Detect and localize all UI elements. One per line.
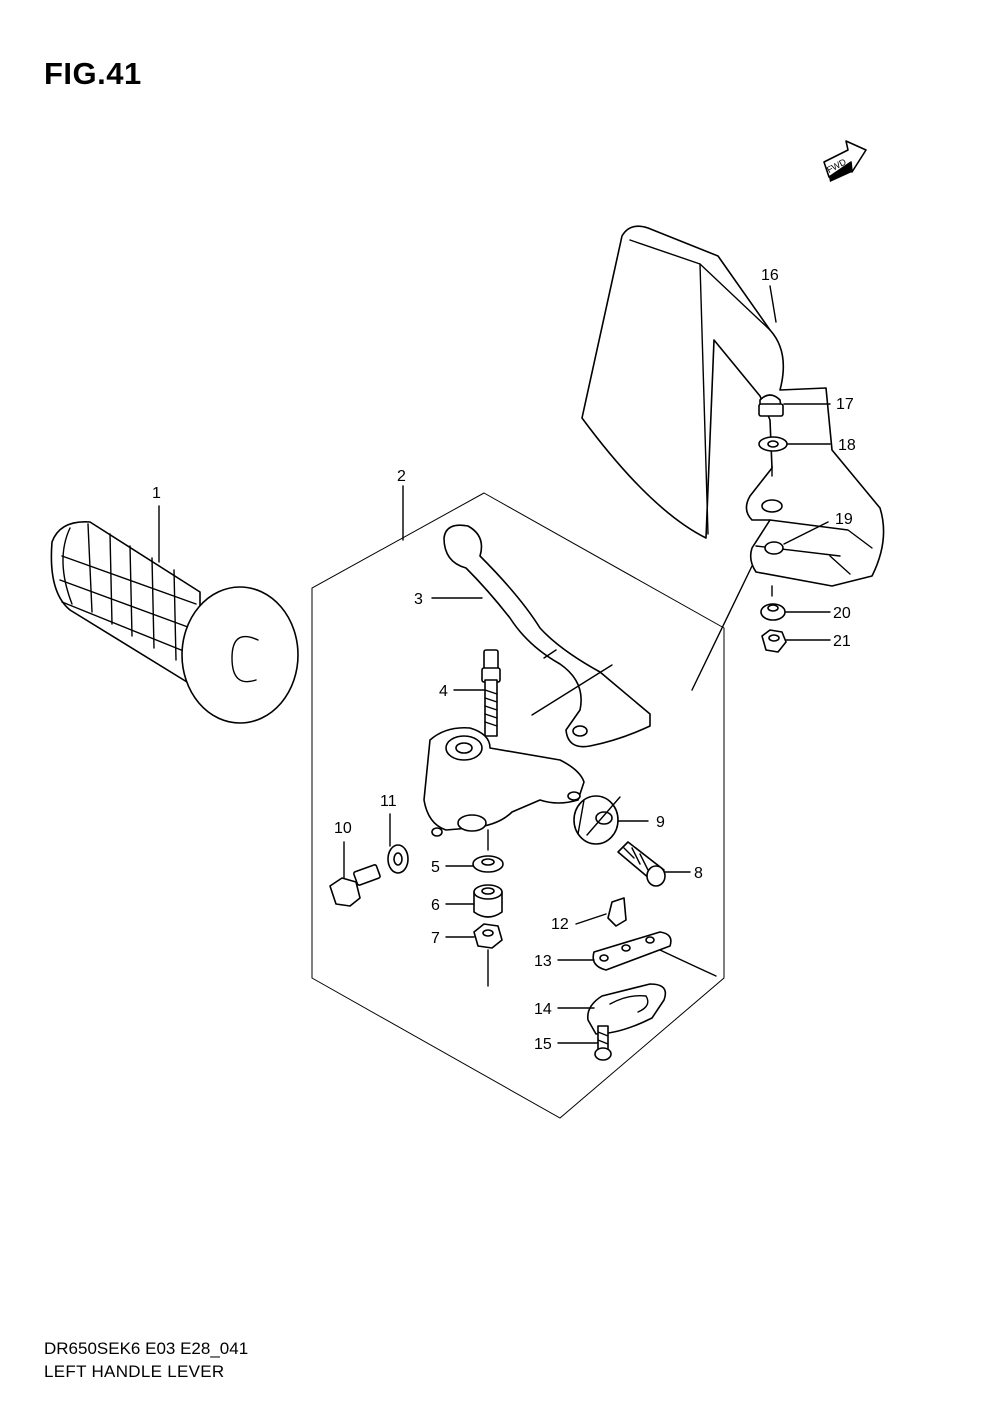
callout-21: 21 (833, 633, 851, 650)
callout-18: 18 (838, 437, 856, 454)
callout-20: 20 (833, 605, 851, 622)
callout-16: 16 (761, 267, 779, 284)
clamp-lower (586, 983, 667, 1035)
washer-5 (472, 855, 504, 873)
callout-11: 11 (380, 793, 397, 810)
callout-7: 7 (431, 930, 440, 947)
callout-13: 13 (534, 953, 552, 970)
switch-plunger (607, 897, 627, 927)
handle-grip (50, 521, 299, 724)
clutch-lever (443, 524, 651, 748)
callout-3: 3 (414, 591, 423, 608)
washer-18 (758, 436, 788, 452)
callout-19: 19 (835, 511, 853, 528)
adjuster-bolt (617, 841, 666, 887)
pivot-bolt (481, 649, 501, 737)
lever-assembly-outline (311, 492, 725, 1119)
callout-17: 17 (836, 396, 854, 413)
washer-11 (387, 844, 409, 874)
callout-2: 2 (397, 468, 406, 485)
callout-1: 1 (152, 485, 161, 502)
callout-14: 14 (534, 1001, 552, 1018)
nut-7 (473, 923, 503, 949)
leader-lines (158, 285, 831, 1044)
adjuster-wheel (573, 795, 621, 845)
callout-15: 15 (534, 1036, 552, 1053)
callout-4: 4 (439, 683, 448, 700)
figure-title: FIG.41 (44, 56, 142, 91)
diagram-name: LEFT HANDLE LEVER (44, 1362, 225, 1381)
callout-labels: 1 2 3 4 5 6 7 8 9 10 11 12 13 14 15 16 1… (152, 267, 856, 1053)
diagram-code: DR650SEK6 E03 E28_041 (44, 1339, 249, 1358)
callout-10: 10 (334, 820, 352, 837)
clamp-upper (592, 931, 717, 977)
callout-5: 5 (431, 859, 440, 876)
collar-6 (473, 884, 503, 918)
fwd-arrow-icon: FWD (823, 140, 867, 182)
hand-guard (581, 225, 885, 691)
cap-nut (758, 394, 784, 417)
callout-8: 8 (694, 865, 703, 882)
callout-6: 6 (431, 897, 440, 914)
callout-12: 12 (551, 916, 569, 933)
nut-21 (761, 629, 787, 653)
washer-20 (760, 603, 786, 621)
screw-15 (594, 1025, 612, 1061)
lever-holder (423, 664, 613, 837)
bolt-10 (329, 864, 381, 907)
callout-9: 9 (656, 814, 665, 831)
